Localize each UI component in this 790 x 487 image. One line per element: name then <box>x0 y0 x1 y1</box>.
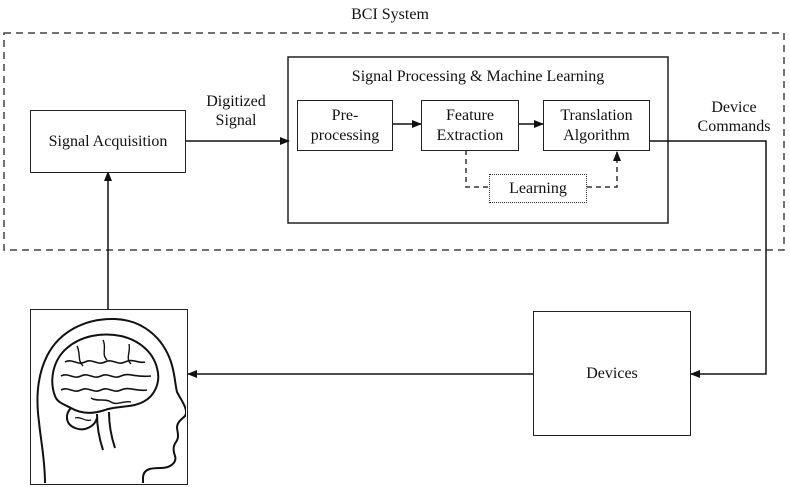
preprocessing-box: Pre-processing <box>297 100 393 151</box>
learning-box: Learning <box>489 174 587 203</box>
learning-label: Learning <box>509 179 567 197</box>
dashed-feature-to-learning <box>465 150 489 188</box>
feature-extraction-label: Feature Extraction <box>436 107 504 144</box>
devices-box: Devices <box>533 311 691 436</box>
signal-acquisition-label: Signal Acquisition <box>48 132 168 150</box>
human-head-brain-icon <box>30 309 188 485</box>
diagram-title: BCI System <box>351 6 429 23</box>
digitized-signal-label: Digitized Signal <box>206 93 266 130</box>
arrow-translation-to-devices <box>650 140 767 378</box>
bci-system-frame <box>3 32 785 251</box>
signal-acquisition-box: Signal Acquisition <box>30 110 186 173</box>
preprocessing-label: Pre-processing <box>310 107 380 144</box>
feature-extraction-box: Feature Extraction <box>421 100 519 151</box>
translation-algorithm-label: Translation Algorithm <box>560 107 633 144</box>
processing-group-title: Signal Processing & Machine Learning <box>351 68 605 85</box>
translation-algorithm-box: Translation Algorithm <box>543 100 650 151</box>
head-drawing <box>36 317 187 484</box>
device-commands-label: Device Commands <box>697 99 771 136</box>
dashed-learning-to-translation <box>587 151 621 188</box>
devices-label: Devices <box>586 364 638 382</box>
